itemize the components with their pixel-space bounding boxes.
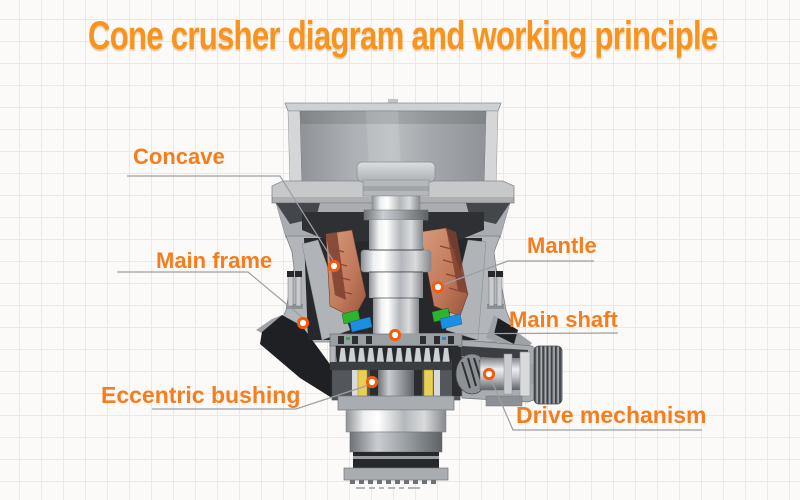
label-main-shaft: Main shaft [509,307,618,332]
page-title: Cone crusher diagram and working princip… [88,14,718,58]
leader-main-shaft [399,332,619,335]
bottom-housing [337,395,455,489]
leader-drive-mechanism [490,378,702,431]
label-main-frame: Main frame [156,248,273,273]
serial-marks [356,487,420,489]
marker-drive-mechanism [482,367,496,381]
main-shaft-column [356,161,436,336]
label-mantle: Mantle [527,233,597,258]
leader-lines [117,175,702,431]
eccentric-bushing-assembly [331,369,461,401]
label-eccentric-bushing: Eccentric bushing [101,382,301,408]
marker-concave [327,259,341,273]
leader-concave [127,175,335,263]
leader-eccentric-bushing [152,384,370,410]
marker-main-frame [296,316,310,330]
marker-main-shaft [388,328,402,342]
marker-eccentric-bushing [365,375,379,389]
side-studs [286,271,504,309]
marker-mantle [431,280,445,294]
part-markers [296,259,496,389]
label-concave: Concave [133,144,225,169]
label-drive-mechanism: Drive mechanism [516,402,707,428]
leader-main-frame [117,271,304,319]
leader-mantle [441,260,594,286]
wedge-liners [341,307,463,333]
drive-mechanism-assembly [452,339,563,407]
